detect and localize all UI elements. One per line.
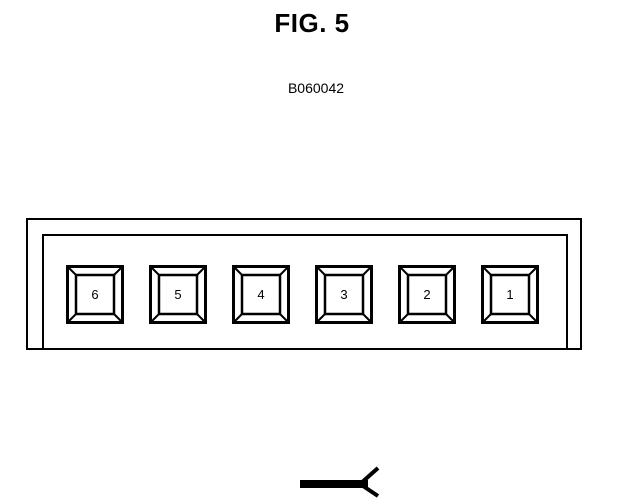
terminal-row: 6 5 4 3 2 1 <box>66 265 542 325</box>
terminal-number: 5 <box>174 287 182 302</box>
terminal-cavity-2: 2 <box>398 265 456 324</box>
terminal-cavity-5: 5 <box>149 265 207 324</box>
wire-harness-icon <box>300 462 384 498</box>
terminal-cavity-6: 6 <box>66 265 124 324</box>
figure-code: B060042 <box>287 80 345 96</box>
terminal-cavity-3: 3 <box>315 265 373 324</box>
connector-inner-frame <box>42 234 568 350</box>
connector-housing <box>26 218 582 350</box>
terminal-number: 3 <box>340 287 348 302</box>
figure-title: FIG. 5 <box>274 8 350 38</box>
terminal-number: 1 <box>506 287 514 302</box>
terminal-number: 2 <box>423 287 431 302</box>
terminal-cavity-1: 1 <box>481 265 539 324</box>
terminal-number: 4 <box>257 287 265 302</box>
terminal-number: 6 <box>91 287 99 302</box>
terminal-cavity-4: 4 <box>232 265 290 324</box>
